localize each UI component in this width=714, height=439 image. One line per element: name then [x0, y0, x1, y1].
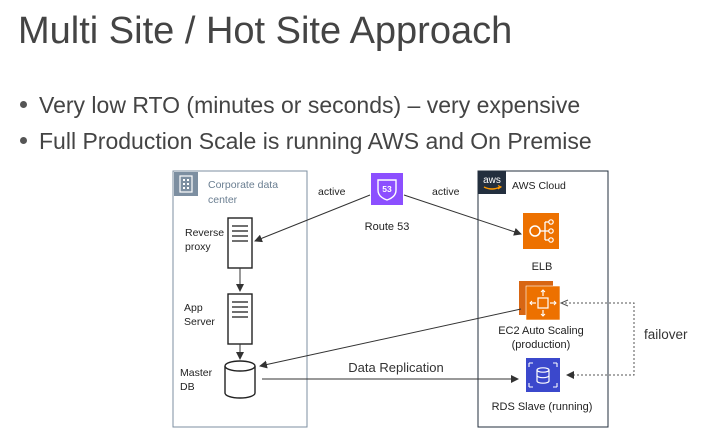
rds-label: RDS Slave (running): [492, 401, 593, 413]
bullet-dot-icon: [20, 137, 27, 145]
ec2-to-master-db-arrow: [259, 308, 522, 369]
route53-to-proxy-arrow: [254, 194, 371, 243]
failover-arrowhead-top: [559, 299, 569, 307]
auto-scaling-icon: [519, 281, 561, 321]
bullet-item: Full Production Scale is running AWS and…: [20, 128, 592, 155]
aws-cloud-label: AWS Cloud: [512, 180, 566, 192]
route53-to-elb-arrow: [403, 194, 522, 236]
master-db-label-2: DB: [180, 381, 195, 393]
route53-icon: 53: [371, 173, 403, 205]
app-server-label-1: App: [184, 302, 203, 314]
bullet-item: Very low RTO (minutes or seconds) – very…: [20, 92, 580, 119]
failover-dotted-path: [561, 302, 635, 379]
bullet-text: Very low RTO (minutes or seconds) – very…: [39, 92, 581, 118]
bullet-text: Full Production Scale is running AWS and…: [39, 128, 592, 154]
building-icon: [174, 172, 198, 196]
app-server-icon: [227, 293, 253, 345]
route53-label: Route 53: [365, 221, 410, 233]
svg-text:53: 53: [382, 184, 392, 194]
page-title: Multi Site / Hot Site Approach: [18, 10, 513, 52]
corporate-data-center-label: Corporate data center: [208, 179, 279, 206]
load-balancer-icon: [523, 213, 559, 249]
failover-label: failover: [644, 327, 688, 342]
svg-text:aws: aws: [483, 175, 501, 186]
aws-logo: aws: [478, 171, 506, 194]
reverse-proxy-label-2: proxy: [185, 241, 211, 253]
master-db-label-1: Master: [180, 367, 213, 379]
reverse-proxy-label-1: Reverse: [185, 227, 224, 239]
master-db-icon: [224, 360, 256, 399]
rds-database-icon: [526, 358, 560, 392]
app-server-label-2: Server: [184, 316, 215, 328]
edge-label-active-right: active: [432, 186, 460, 198]
ec2-label-2: (production): [512, 339, 571, 351]
elb-label: ELB: [532, 261, 553, 273]
aws-cloud-box: [477, 170, 609, 428]
reverse-proxy-server-icon: [227, 217, 253, 269]
edge-label-active-left: active: [318, 186, 346, 198]
ec2-label-1: EC2 Auto Scaling: [498, 325, 584, 337]
corporate-data-center-box: [172, 170, 308, 428]
data-replication-label: Data Replication: [348, 360, 443, 375]
bullet-dot-icon: [20, 101, 27, 109]
